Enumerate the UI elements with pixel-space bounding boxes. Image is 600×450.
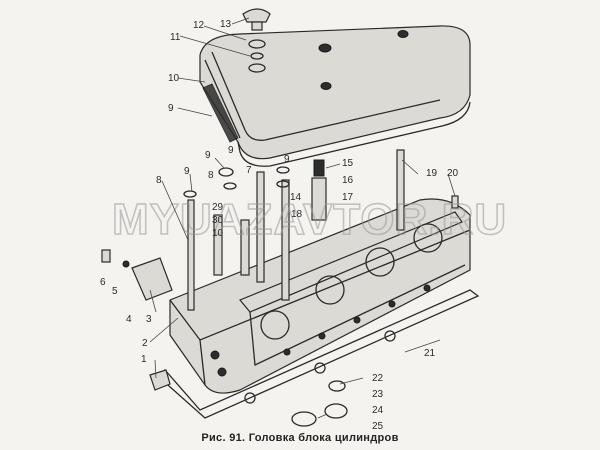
callout-12: 9	[168, 103, 174, 114]
filler-cap	[242, 8, 271, 73]
callout-27: 24	[372, 405, 384, 416]
callout-17: 14	[290, 192, 302, 203]
callout-25: 22	[372, 373, 384, 384]
callout-15: 12	[193, 20, 205, 31]
callout-3: 3	[146, 314, 152, 325]
watermark: MYUAZAVTOR.RU	[112, 195, 507, 244]
small-parts	[101, 166, 459, 427]
figure-caption: Рис. 91. Головка блока цилиндров	[201, 432, 399, 444]
callout-labels: 13 12 11 10 9 9 9 9 8 8 7 9 29 30 10 15 …	[100, 19, 459, 432]
callout-8-a: 8	[208, 170, 214, 181]
callout-24: 21	[424, 348, 436, 359]
callout-8-b: 8	[156, 175, 162, 186]
callout-1: 1	[141, 354, 147, 365]
callout-14: 11	[170, 32, 181, 43]
leader-lines	[149, 17, 456, 419]
callout-19: 16	[342, 175, 354, 186]
callout-11: 9	[228, 145, 234, 156]
valve-cover	[199, 25, 471, 167]
callout-20: 17	[342, 192, 354, 203]
callout-2: 2	[142, 338, 148, 349]
callout-9-a: 9	[205, 150, 211, 161]
callout-10: 10	[212, 228, 224, 239]
callout-26: 23	[372, 389, 384, 400]
callout-13: 10	[168, 73, 180, 84]
callout-23: 20	[447, 168, 459, 179]
callout-16: 13	[220, 19, 232, 30]
callout-4: 4	[126, 314, 132, 325]
callout-30: 30	[212, 215, 224, 226]
callout-18: 15	[342, 158, 354, 169]
callout-21: 18	[291, 209, 303, 220]
studs	[187, 149, 405, 311]
callout-5: 5	[112, 286, 118, 297]
callout-28: 25	[372, 421, 384, 432]
callout-22: 19	[426, 168, 438, 179]
callout-29: 29	[212, 202, 224, 213]
cylinder-head	[169, 198, 471, 394]
callout-7: 7	[246, 165, 252, 176]
callout-9-c: 9	[284, 154, 290, 165]
callout-6: 6	[100, 277, 106, 288]
callout-9-b: 9	[184, 166, 190, 177]
